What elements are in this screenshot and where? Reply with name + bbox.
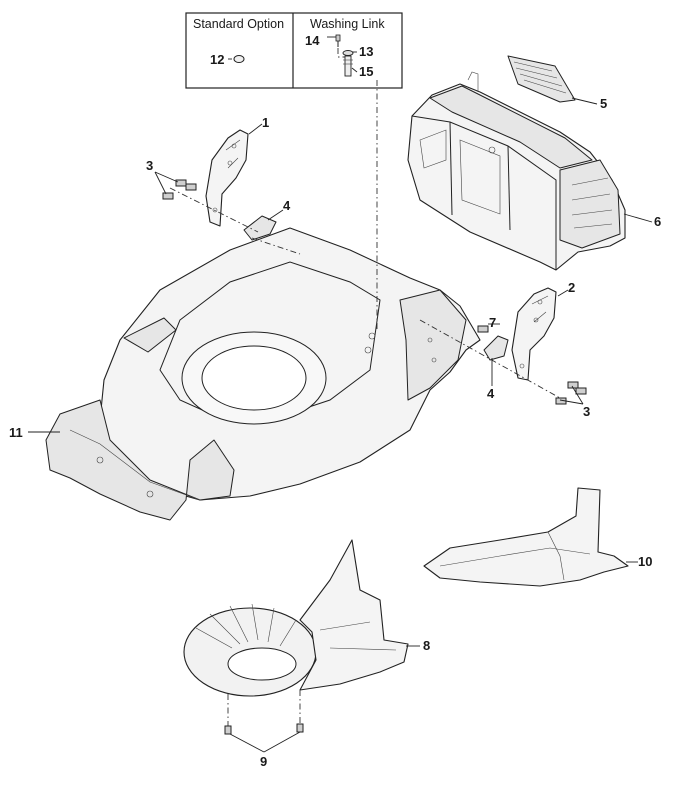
legend-box: Standard Option Washing Link (185, 12, 403, 89)
callout-11: 11 (9, 425, 23, 440)
callout-4-right: 4 (487, 386, 495, 401)
clip-right (483, 335, 509, 361)
screw-icon (327, 34, 341, 47)
assembly-lines (169, 80, 561, 399)
callout-8: 8 (423, 638, 430, 653)
callout-14: 14 (305, 33, 320, 48)
callout-15: 15 (359, 64, 373, 79)
callout-1: 1 (262, 115, 269, 130)
clip-left (243, 215, 277, 241)
callout-3-right: 3 (583, 404, 590, 419)
bag-frame-cover (507, 55, 576, 103)
bottom-screws (224, 690, 304, 735)
callout-10: 10 (638, 554, 652, 569)
callout-13: 13 (359, 44, 373, 59)
leader-lines (28, 51, 653, 753)
callout-9: 9 (260, 754, 267, 769)
washing-nozzle-icon (342, 50, 354, 77)
callout-2: 2 (568, 280, 575, 295)
callout-6: 6 (654, 214, 661, 229)
callout-4-left: 4 (283, 198, 291, 213)
right-rear-bracket (511, 287, 557, 381)
screw-7 (477, 325, 489, 333)
callout-3-left: 3 (146, 158, 153, 173)
standard-option-header: Standard Option (193, 17, 284, 31)
callout-5: 5 (600, 96, 607, 111)
grass-collection-bag (407, 71, 626, 271)
plug-icon (233, 55, 245, 63)
callout-12: 12 (210, 52, 224, 67)
bolts-left (162, 179, 197, 200)
washing-link-header: Washing Link (310, 17, 385, 31)
mower-deck (45, 227, 481, 521)
callout-labels: 1 2 3 3 4 4 5 6 7 8 9 10 11 12 13 14 15 (9, 33, 661, 769)
left-rear-bracket (205, 129, 249, 227)
side-discharge-deflector (423, 487, 629, 587)
callout-7: 7 (489, 315, 496, 330)
mulching-baffle (183, 539, 409, 697)
